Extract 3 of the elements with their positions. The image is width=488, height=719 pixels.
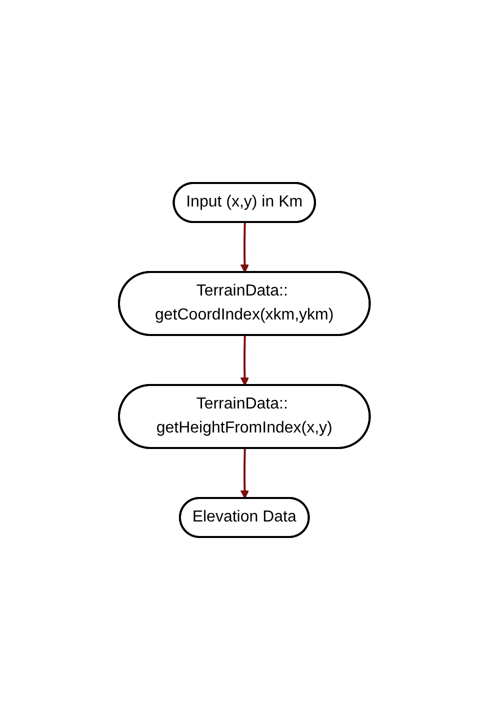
arrow [240,222,249,272]
arrow [240,448,249,498]
arrow [240,334,249,386]
